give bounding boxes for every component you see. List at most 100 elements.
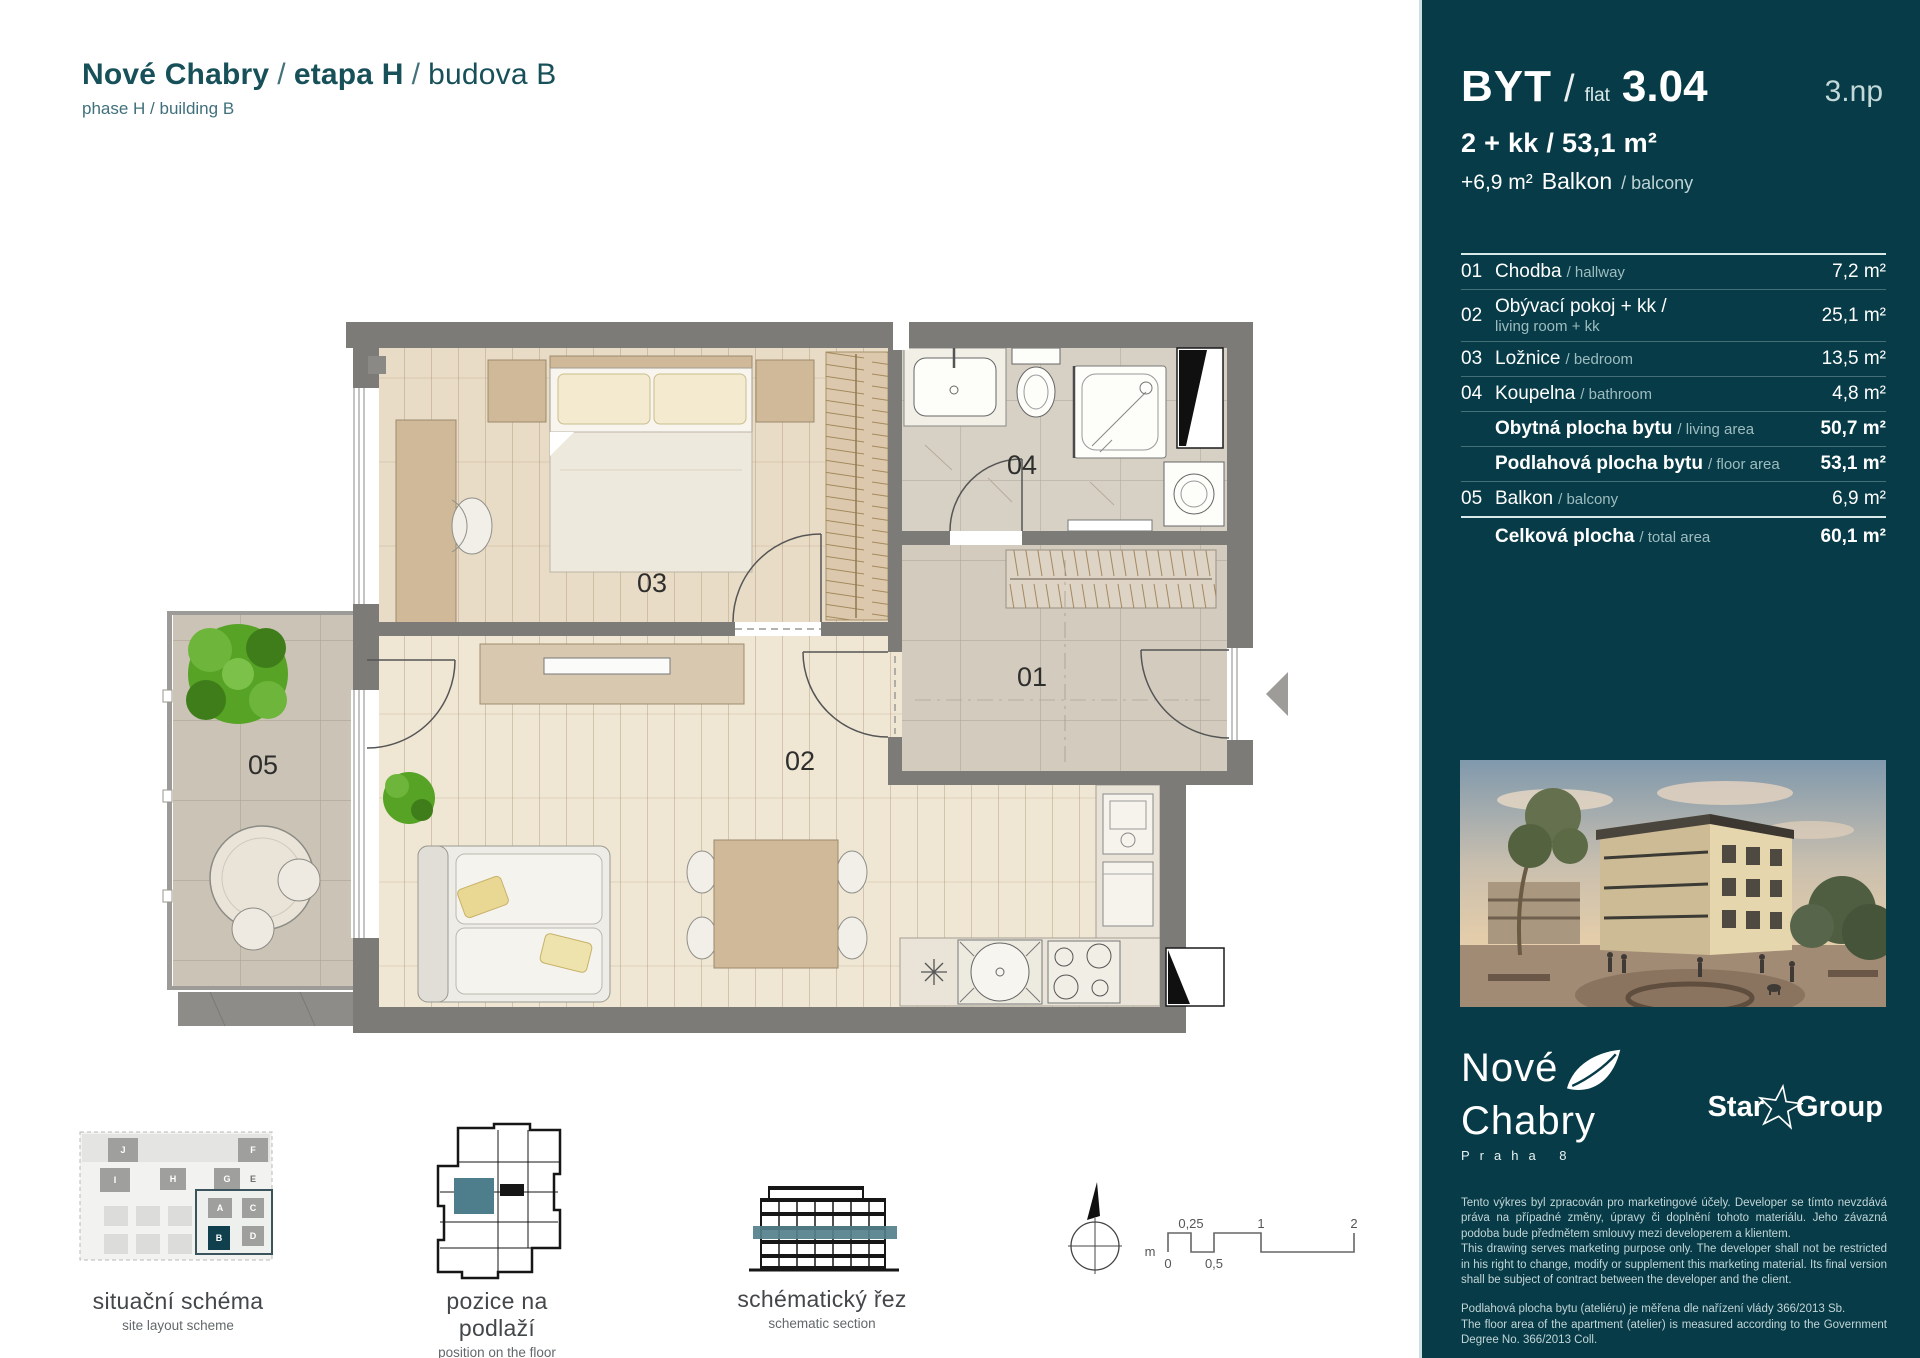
brand-word-1: Star: [1707, 1090, 1764, 1123]
table-row-summary: Obytná plocha bytu/ living area 50,7 m²: [1461, 412, 1886, 448]
row-name-en: / hallway: [1566, 264, 1625, 282]
doc-header: Nové Chabry/etapa H/budova B phase H / b…: [82, 58, 557, 119]
scale-bar: m 0,25 1 2 0 0,5: [1145, 1216, 1358, 1271]
table-row: 03 Ložnice/ bedroom 13,5 m²: [1461, 342, 1886, 378]
sofa: [417, 845, 611, 1003]
caption-floor-position: pozice na podlaží position on the floor: [407, 1288, 587, 1358]
room-label-bedroom: 03: [637, 568, 667, 598]
info-panel: BYT / flat 3.04 3.np 2 + kk / 53,1 m² +6…: [1419, 0, 1920, 1358]
balcony-table-set: [209, 825, 321, 951]
caption-cs: schématický řez: [737, 1286, 907, 1312]
row-name-en: living room + kk: [1495, 317, 1600, 335]
floor-plan-drawing: 03 04 01 02 05: [162, 320, 1288, 1033]
site-letter-b: B: [216, 1233, 223, 1243]
caption-site-scheme: situační schéma site layout scheme: [58, 1288, 298, 1333]
room-label-bathroom: 04: [1007, 450, 1037, 480]
schematic-section-diagram: [749, 1186, 899, 1272]
scale-mark: 0: [1164, 1256, 1171, 1271]
building-photo: [1460, 760, 1886, 1007]
doors: [366, 458, 1230, 749]
table-row-summary: Podlahová plocha bytu/ floor area 53,1 m…: [1461, 447, 1886, 483]
site-letter: I: [114, 1175, 117, 1185]
floor-number: 3.np: [1824, 75, 1883, 108]
site-letter: A: [217, 1203, 224, 1213]
title-project: Nové Chabry: [82, 58, 270, 91]
note-en: The floor area of the apartment (atelier…: [1461, 1318, 1887, 1347]
balcony-name-en: / balcony: [1621, 173, 1694, 193]
row-name: Obývací pokoj + kk /: [1495, 296, 1667, 317]
row-area: 25,1 m²: [1821, 304, 1886, 326]
row-number: 05: [1461, 488, 1483, 510]
star-group-logo: Star Group: [1708, 1084, 1883, 1130]
site-letter: E: [250, 1174, 256, 1184]
flat-number: 3.04: [1621, 62, 1708, 111]
bed: [549, 355, 753, 573]
balcony-tree: [186, 624, 288, 724]
disclaimer-cs: Tento výkres byl zpracován pro marketing…: [1461, 1197, 1887, 1240]
row-area: 7,2 m²: [1832, 261, 1886, 282]
row-number: 01: [1461, 261, 1483, 282]
row-name-en: / balcony: [1558, 491, 1619, 509]
living-furniture: [383, 643, 1161, 1007]
row-name: Chodba: [1495, 261, 1562, 283]
north-compass-icon: [1068, 1182, 1122, 1274]
scale-mark: 0,25: [1178, 1216, 1203, 1231]
row-name-en: / living area: [1677, 421, 1755, 439]
caption-cs: pozice na podlaží: [446, 1288, 548, 1341]
room-label-hallway: 01: [1017, 662, 1047, 692]
kitchen: [899, 784, 1161, 1007]
oven: [1102, 793, 1154, 855]
flat-position-highlight: [454, 1178, 494, 1214]
balcony-area: +6,9 m²: [1461, 171, 1533, 194]
row-name-en: / bathroom: [1580, 386, 1653, 404]
logo-word-2: Chabry: [1461, 1099, 1596, 1143]
caption-en: schematic section: [768, 1316, 876, 1331]
walls: [346, 322, 1253, 1033]
caption-en: position on the floor: [438, 1345, 556, 1358]
hob: [1047, 940, 1121, 1004]
slash: /: [1564, 68, 1575, 110]
bathroom-fixtures: [903, 347, 1225, 532]
title-sep: /: [277, 58, 286, 91]
balcony-name: Balkon: [1541, 168, 1613, 194]
room-label-living: 02: [785, 746, 815, 776]
row-area: 6,9 m²: [1832, 488, 1886, 510]
page-subtitle: phase H / building B: [82, 99, 235, 118]
wall-joint: [893, 320, 909, 350]
railing-post: [162, 689, 173, 703]
row-number: 03: [1461, 348, 1483, 370]
site-letter: C: [250, 1203, 257, 1213]
toilet: [1011, 347, 1061, 365]
disclaimer-en: This drawing serves marketing purpose on…: [1461, 1243, 1887, 1287]
disclaimer: Tento výkres byl zpracován pro marketing…: [1461, 1196, 1887, 1349]
row-number: 04: [1461, 383, 1483, 405]
site-letter: F: [250, 1145, 256, 1155]
row-name: Obytná plocha bytu: [1495, 418, 1673, 440]
nightstand: [487, 359, 547, 423]
site-letter: H: [170, 1174, 177, 1184]
desk-chair: [451, 497, 493, 555]
row-number: 02: [1461, 304, 1483, 326]
fridge: [1102, 861, 1154, 927]
dining-set: [686, 839, 868, 969]
site-layout-scheme: J F I H G E A C B D: [79, 1131, 273, 1261]
nove-chabry-logo: Nové Chabry Praha 8: [1461, 1048, 1622, 1163]
washing-machine: [1163, 461, 1225, 527]
floor-position-diagram: [436, 1122, 562, 1280]
balcony-summary: +6,9 m² Balkon / balcony: [1461, 168, 1693, 195]
star-icon: [1757, 1084, 1803, 1130]
row-name: Balkon: [1495, 488, 1554, 510]
radiator: [1067, 519, 1153, 532]
table-row: 05 Balkon/ balcony 6,9 m²: [1461, 482, 1886, 519]
site-letter: J: [120, 1145, 125, 1155]
logo-subtitle: Praha 8: [1461, 1147, 1577, 1163]
row-name-en: / floor area: [1707, 456, 1780, 474]
logos: Nové Chabry Praha 8 Star Group: [1461, 1048, 1883, 1174]
hallway-furniture: [915, 549, 1217, 762]
flat-layout: 2 + kk / 53,1 m²: [1461, 128, 1658, 158]
room-table: 01 Chodba/ hallway 7,2 m² 02 Obývací pok…: [1461, 253, 1886, 554]
row-name: Ložnice: [1495, 348, 1561, 370]
table-row-total: Celková plocha/ total area 60,1 m²: [1461, 518, 1886, 554]
tv: [543, 657, 671, 675]
